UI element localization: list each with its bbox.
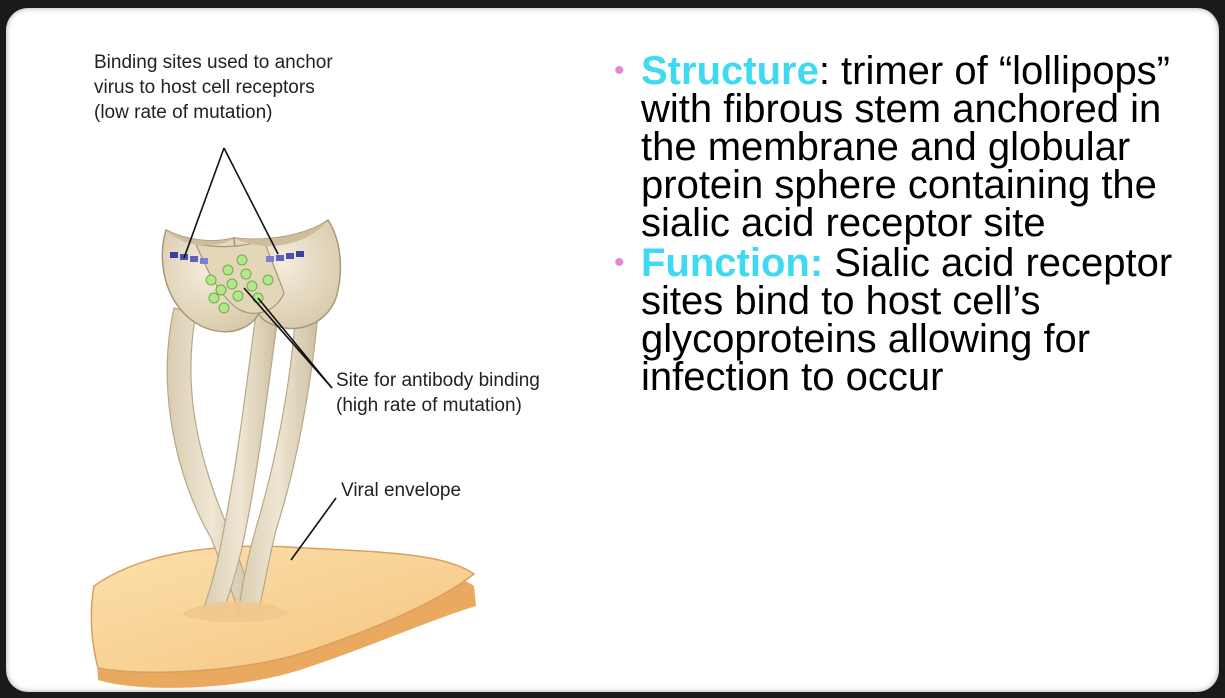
bullet-structure: •Structure: trimer of “lollipops” with f… <box>610 52 1210 242</box>
slide: Binding sites used to anchor virus to ho… <box>6 8 1219 692</box>
globular-heads <box>162 220 340 332</box>
binding-sites-label: Binding sites used to anchor virus to ho… <box>94 50 333 125</box>
viral-envelope-label: Viral envelope <box>341 478 461 503</box>
viral-envelope-membrane <box>91 546 476 688</box>
bullet-dot-icon: • <box>614 244 625 282</box>
antibody-site-label: Site for antibody binding (high rate of … <box>336 368 540 418</box>
bullet-dot-icon: • <box>614 52 625 90</box>
bullet-list: •Structure: trimer of “lollipops” with f… <box>610 52 1210 398</box>
bullet-function: •Function: Sialic acid receptor sites bi… <box>610 244 1210 396</box>
hemagglutinin-figure: Binding sites used to anchor virus to ho… <box>6 8 606 692</box>
